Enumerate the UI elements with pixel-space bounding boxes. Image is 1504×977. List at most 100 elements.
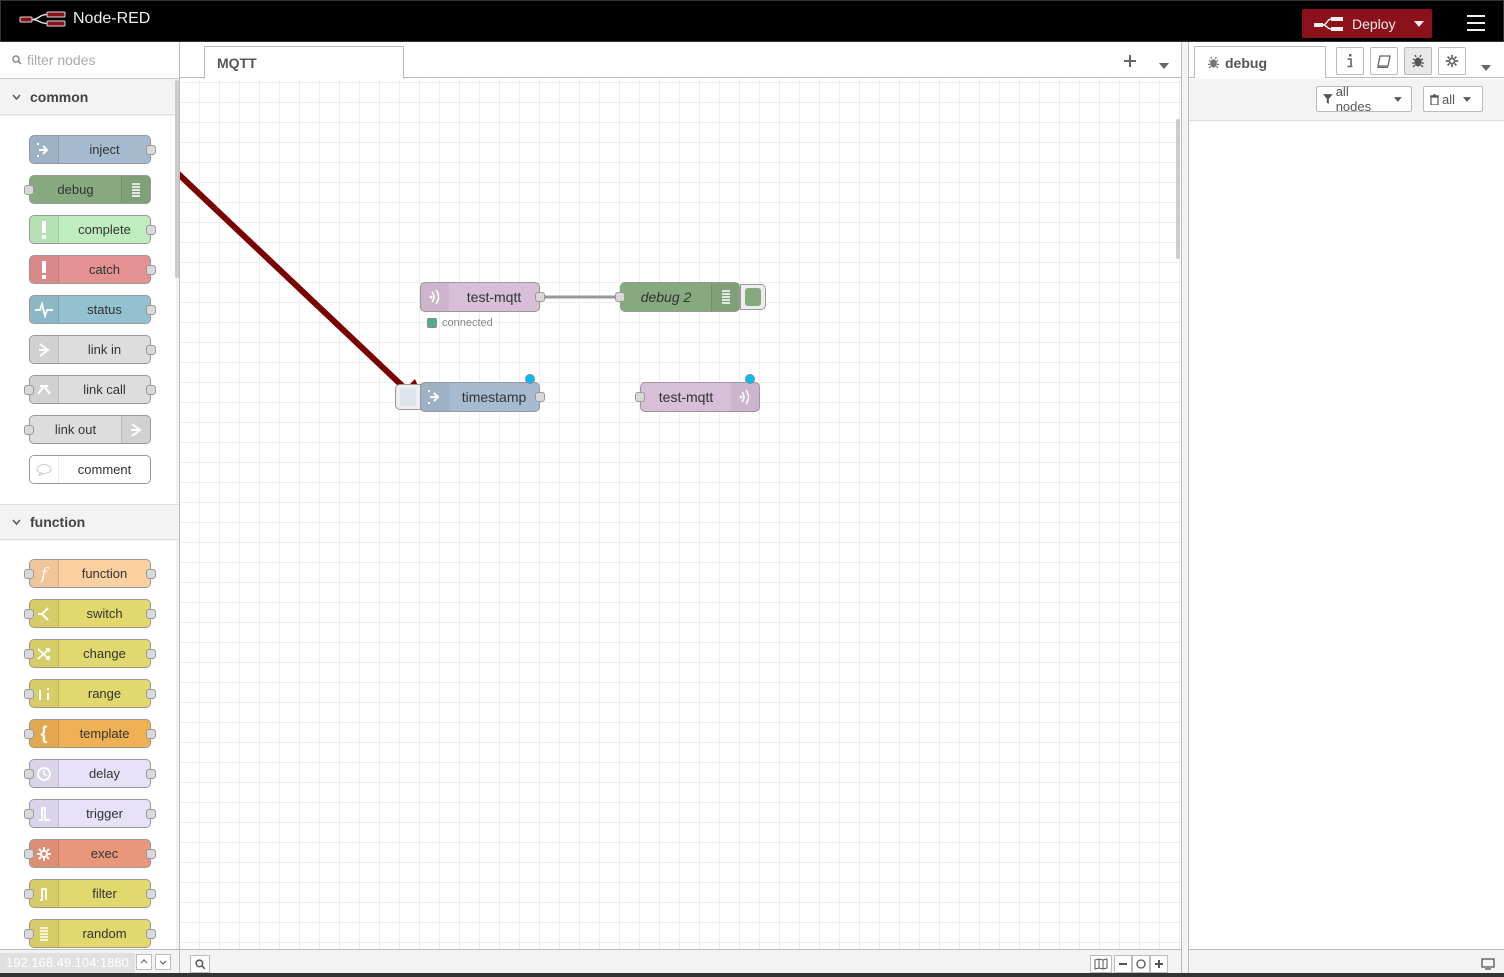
open-debug-window-button[interactable] bbox=[1477, 955, 1499, 973]
input-port[interactable] bbox=[24, 569, 34, 579]
palette-search-input[interactable] bbox=[27, 52, 167, 68]
input-port[interactable] bbox=[24, 689, 34, 699]
trash-icon bbox=[1430, 93, 1439, 105]
inject-trigger-button[interactable] bbox=[395, 384, 421, 410]
expand-all-button[interactable] bbox=[155, 954, 171, 970]
sidebar-tab-debug[interactable]: debug bbox=[1194, 46, 1326, 79]
palette-category-common[interactable]: common bbox=[0, 79, 179, 115]
zoom-reset-button[interactable] bbox=[1132, 955, 1150, 973]
palette-node-catch[interactable]: catch bbox=[29, 255, 156, 284]
sidebar-tabbar: debug bbox=[1189, 42, 1504, 79]
debug-clear-select[interactable]: all bbox=[1423, 86, 1483, 112]
zoom-in-button[interactable] bbox=[1150, 955, 1168, 973]
output-port[interactable] bbox=[146, 609, 156, 619]
output-port[interactable] bbox=[535, 292, 545, 302]
output-port[interactable] bbox=[146, 689, 156, 699]
output-port[interactable] bbox=[146, 305, 156, 315]
collapse-all-button[interactable] bbox=[136, 954, 152, 970]
output-port[interactable] bbox=[146, 809, 156, 819]
palette-node-status[interactable]: status bbox=[29, 295, 156, 324]
palette-category-function[interactable]: function bbox=[0, 504, 179, 540]
input-port[interactable] bbox=[24, 809, 34, 819]
palette-node-function[interactable]: f function bbox=[24, 559, 156, 588]
output-port[interactable] bbox=[146, 145, 156, 155]
palette-node-link-call[interactable]: link call bbox=[24, 375, 156, 404]
palette-node-link-out[interactable]: link out bbox=[24, 415, 151, 444]
output-port[interactable] bbox=[146, 385, 156, 395]
flow-node-debug[interactable]: debug 2 bbox=[615, 282, 740, 312]
debug-toggle-button[interactable] bbox=[740, 284, 766, 310]
debug-filter-select[interactable]: all nodes bbox=[1316, 84, 1412, 114]
palette-node-delay[interactable]: delay bbox=[24, 759, 156, 788]
output-port[interactable] bbox=[146, 265, 156, 275]
output-port[interactable] bbox=[146, 569, 156, 579]
input-port[interactable] bbox=[24, 729, 34, 739]
output-port[interactable] bbox=[535, 392, 545, 402]
flow-canvas[interactable]: test-mqtt connected debug 2 timestamp bbox=[180, 79, 1181, 949]
output-port[interactable] bbox=[146, 889, 156, 899]
palette-node-inject[interactable]: inject bbox=[29, 135, 156, 164]
palette-node-exec[interactable]: exec bbox=[24, 839, 156, 868]
flow-node-inject[interactable]: timestamp bbox=[420, 382, 545, 412]
palette-node-range[interactable]: range bbox=[24, 679, 156, 708]
add-flow-button[interactable] bbox=[1124, 50, 1136, 73]
flow-list-button[interactable] bbox=[1159, 56, 1169, 72]
status-text: connected bbox=[442, 317, 493, 329]
caret-down-icon bbox=[1463, 96, 1472, 102]
output-port[interactable] bbox=[146, 929, 156, 939]
navigator-button[interactable] bbox=[1090, 955, 1112, 973]
palette-scrollbar[interactable] bbox=[175, 80, 179, 278]
info-tab-button[interactable] bbox=[1336, 47, 1364, 75]
output-port[interactable] bbox=[146, 769, 156, 779]
chevron-down-icon bbox=[159, 960, 167, 965]
palette-node-debug[interactable]: debug bbox=[24, 175, 151, 204]
palette-node-link-in[interactable]: link in bbox=[29, 335, 156, 364]
input-port[interactable] bbox=[24, 769, 34, 779]
palette-node-trigger[interactable]: trigger bbox=[24, 799, 156, 828]
sidebar-footer bbox=[1189, 949, 1504, 977]
output-port[interactable] bbox=[146, 649, 156, 659]
main-menu-button[interactable] bbox=[1463, 11, 1489, 35]
debug-clear-label: all bbox=[1442, 91, 1456, 107]
zoom-out-button[interactable] bbox=[1114, 955, 1132, 973]
search-flows-button[interactable] bbox=[190, 955, 210, 973]
input-port[interactable] bbox=[24, 849, 34, 859]
input-port[interactable] bbox=[635, 392, 645, 402]
input-port[interactable] bbox=[24, 425, 34, 435]
palette-node-switch[interactable]: switch bbox=[24, 599, 156, 628]
input-port[interactable] bbox=[24, 385, 34, 395]
input-port[interactable] bbox=[24, 185, 34, 195]
node-label: switch bbox=[86, 606, 123, 621]
tab-mqtt[interactable]: MQTT bbox=[204, 46, 404, 79]
sidebar-separator[interactable] bbox=[1181, 42, 1189, 977]
output-port[interactable] bbox=[146, 345, 156, 355]
palette-node-complete[interactable]: complete bbox=[29, 215, 156, 244]
deploy-button[interactable]: Deploy bbox=[1302, 9, 1432, 38]
input-port[interactable] bbox=[24, 929, 34, 939]
node-label: link out bbox=[54, 422, 97, 437]
config-tab-button[interactable] bbox=[1438, 47, 1466, 75]
node-label: link in bbox=[87, 342, 122, 357]
output-port[interactable] bbox=[146, 225, 156, 235]
sidebar-tab-menu-button[interactable] bbox=[1481, 58, 1491, 74]
debug-tab-button[interactable] bbox=[1404, 47, 1432, 75]
palette-node-template[interactable]: { template bbox=[24, 719, 156, 748]
palette-node-change[interactable]: change bbox=[24, 639, 156, 668]
input-port[interactable] bbox=[24, 609, 34, 619]
output-port[interactable] bbox=[146, 729, 156, 739]
help-tab-button[interactable] bbox=[1370, 47, 1398, 75]
palette-node-comment[interactable]: comment bbox=[29, 455, 151, 484]
node-label: exec bbox=[90, 846, 119, 861]
input-port[interactable] bbox=[24, 889, 34, 899]
palette-node-filter[interactable]: filter bbox=[24, 879, 156, 908]
flow-node-mqtt-out[interactable]: test-mqtt bbox=[635, 382, 760, 412]
flow-node-mqtt-in[interactable]: test-mqtt bbox=[420, 282, 545, 312]
input-port[interactable] bbox=[615, 292, 625, 302]
deploy-options-button[interactable] bbox=[1406, 9, 1432, 38]
canvas-vertical-scrollbar[interactable] bbox=[1176, 119, 1180, 259]
deploy-main-button[interactable]: Deploy bbox=[1302, 9, 1406, 38]
input-port[interactable] bbox=[24, 649, 34, 659]
palette-node-random[interactable]: random bbox=[24, 919, 156, 948]
output-port[interactable] bbox=[146, 849, 156, 859]
window-bottom-border bbox=[0, 973, 1504, 977]
